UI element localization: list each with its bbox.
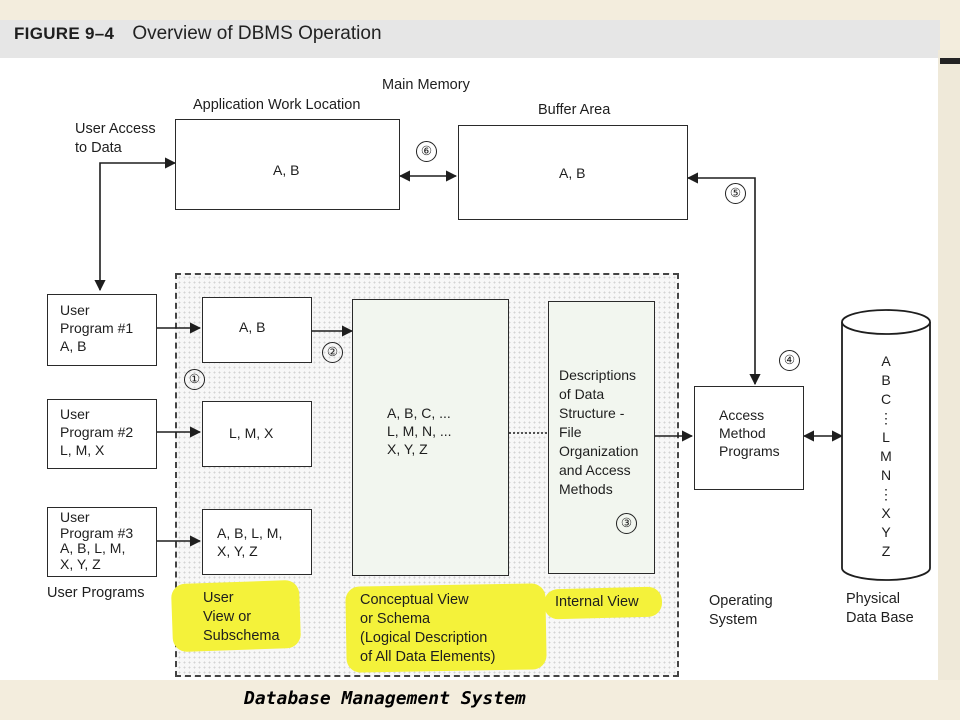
db-letter: Z (881, 543, 891, 559)
page-header-strip (0, 20, 940, 58)
user-program-1: User Program #1 A, B (47, 294, 157, 366)
step-4-marker: ④ (779, 350, 800, 371)
subschema-1-text: A, B (239, 319, 266, 335)
buffer-area-contents: A, B (559, 165, 586, 181)
internal-view-box: Descriptions of Data Structure - File Or… (548, 301, 655, 574)
db-letter: B (881, 372, 891, 388)
application-work-location-contents: A, B (273, 162, 300, 178)
buffer-area-box: A, B (458, 125, 688, 220)
user-program-2: User Program #2 L, M, X (47, 399, 157, 469)
database-cylinder (841, 309, 931, 581)
main-memory-label: Main Memory (382, 77, 470, 93)
figure-title: FIGURE 9–4 Overview of DBMS Operation (14, 22, 382, 46)
internal-view-label: Internal View (555, 594, 639, 610)
db-letter: X (881, 505, 891, 521)
page-edge-mark (940, 58, 960, 64)
subschema-box-2: L, M, X (202, 401, 312, 467)
db-letter: Y (881, 524, 891, 540)
step-3-marker: ③ (616, 513, 637, 534)
page-edge (938, 50, 960, 680)
figure-number: FIGURE 9–4 (14, 24, 115, 43)
step-2-marker: ② (322, 342, 343, 363)
db-letter: A (881, 353, 891, 369)
application-work-location-box: A, B (175, 119, 400, 210)
subschema-box-3: A, B, L, M, X, Y, Z (202, 509, 312, 575)
conceptual-schema-box: A, B, C, ... L, M, N, ... X, Y, Z (352, 299, 509, 576)
user-programs-label: User Programs (47, 585, 145, 601)
step-5-marker: ⑤ (725, 183, 746, 204)
user-view-label: User View or Subschema (203, 590, 280, 644)
figure-title-text: Overview of DBMS Operation (132, 23, 382, 44)
slide-caption: Database Management System (244, 688, 526, 709)
physical-database-label: Physical Data Base (846, 591, 914, 626)
access-method-contents: Access Method Programs (719, 407, 780, 459)
internal-view-contents: Descriptions of Data Structure - File Or… (559, 367, 639, 497)
access-method-box: Access Method Programs (694, 386, 804, 490)
user-program-2-text: User Program #2 L, M, X (60, 406, 134, 458)
db-letter: C (880, 391, 892, 407)
user-program-3: User Program #3 A, B, L, M, X, Y, Z (47, 507, 157, 577)
db-letter: L (882, 429, 890, 445)
application-work-location-label: Application Work Location (193, 97, 361, 113)
subschema-3-text: A, B, L, M, X, Y, Z (217, 525, 283, 559)
operating-system-label: Operating System (709, 593, 773, 628)
db-letter: N (880, 467, 892, 483)
step-6-marker: ⑥ (416, 141, 437, 162)
buffer-area-label: Buffer Area (538, 102, 611, 118)
user-program-1-text: User Program #1 A, B (60, 302, 134, 354)
db-ellipsis: ⋮ (879, 410, 893, 426)
conceptual-view-label: Conceptual View or Schema (Logical Descr… (360, 592, 496, 665)
subschema-2-text: L, M, X (229, 425, 274, 441)
db-letter: M (880, 448, 892, 464)
step-1-marker: ① (184, 369, 205, 390)
db-ellipsis: ⋮ (879, 486, 893, 502)
subschema-box-1: A, B (202, 297, 312, 363)
conceptual-schema-contents: A, B, C, ... L, M, N, ... X, Y, Z (387, 405, 452, 457)
user-access-label: User Access to Data (75, 121, 156, 156)
user-program-3-text: User Program #3 A, B, L, M, X, Y, Z (60, 509, 134, 572)
